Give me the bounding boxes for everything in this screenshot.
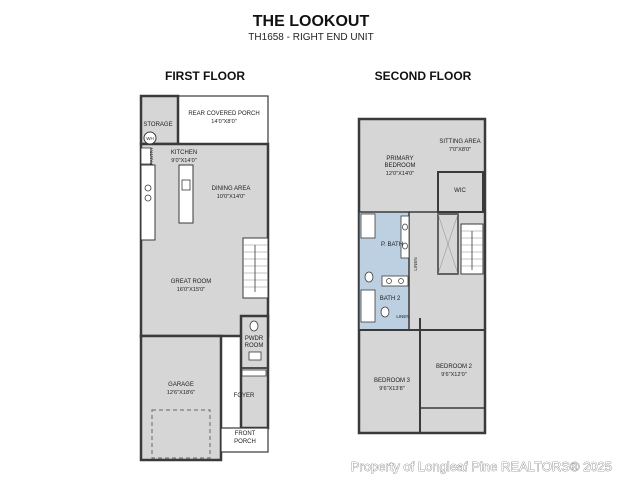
bathtub-icon: [360, 289, 376, 323]
dining-dim: 10'0"X14'0": [217, 194, 246, 200]
rear-porch-dim: 14'0"X8'0": [211, 119, 236, 125]
toilet-icon: [364, 271, 374, 283]
bedroom3-label: BEDROOM 3: [374, 378, 411, 384]
linen2-label: LINEN: [396, 314, 409, 319]
first-floor-plan: STORAGE WH REAR COVERED PORCH 14'0"X8'0"…: [139, 94, 270, 462]
garage-label: GARAGE: [168, 382, 194, 388]
primary-bedroom-label: PRIMARY: [386, 156, 413, 162]
front-porch-label: FRONT: [235, 431, 256, 437]
second-floor-plan: PRIMARY BEDROOM 12'0"X14'0" SITTING AREA…: [357, 117, 487, 435]
plan-title: THE LOOKOUT: [253, 13, 370, 30]
second-floor-heading: SECOND FLOOR: [375, 69, 472, 83]
second-floor-stairs: [460, 223, 484, 275]
sink-icon: [402, 242, 408, 250]
foyer-label: FOYER: [234, 393, 255, 399]
front-porch-label-2: PORCH: [234, 439, 256, 445]
sink-icon: [181, 179, 191, 191]
garage-area: [139, 334, 223, 462]
sink-icon: [402, 223, 408, 231]
sink-icon: [386, 278, 392, 284]
wic-area: [437, 171, 484, 213]
toilet-icon: [380, 306, 390, 318]
linen-label: LINEN: [413, 257, 418, 270]
plan-subtitle: TH1658 - RIGHT END UNIT: [248, 32, 373, 43]
great-room-dim: 16'0"X15'0": [177, 287, 206, 293]
bedroom2-dim: 9'6"X12'0": [441, 372, 466, 378]
pwdr-room-label: ROOM: [245, 343, 264, 349]
primary-bedroom-dim: 12'0"X14'0": [386, 171, 415, 177]
closet-shelf: [241, 369, 267, 377]
range-burner-icon: [144, 194, 152, 202]
bedroom3-dim: 9'6"X13'8": [379, 386, 404, 392]
kitchen-label: KITCHEN: [171, 150, 197, 156]
pwdr-label: PWDR: [245, 336, 264, 342]
kitchen-island: [178, 164, 194, 224]
range-burner-icon: [144, 184, 152, 192]
primary-bedroom-label-2: BEDROOM: [384, 163, 415, 169]
vanity-counter-2: [381, 275, 409, 287]
first-floor-heading: FIRST FLOOR: [165, 69, 245, 83]
garage-dim: 12'6"X18'6": [167, 390, 196, 396]
rear-porch-area: [177, 95, 269, 145]
storage-label: STORAGE: [143, 122, 172, 128]
kitchen-dim: 9'0"X14'0": [171, 158, 196, 164]
bath2-label: BATH 2: [380, 296, 401, 302]
dining-label: DINING AREA: [212, 186, 251, 192]
sink-icon: [248, 351, 262, 361]
pbath-label: P. BATH: [381, 242, 403, 248]
toilet-icon: [249, 320, 259, 332]
watermark: Property of Longleaf Pine REALTORS® 2025: [351, 459, 612, 474]
kitchen-counter: [140, 164, 156, 241]
garage-door-outline: [151, 409, 211, 459]
first-floor-stairs: [242, 237, 269, 299]
pantry-label: PANTRY: [149, 147, 154, 165]
front-porch-area: [220, 427, 269, 453]
wic-label: WIC: [454, 188, 466, 194]
vanity-counter: [400, 215, 410, 259]
water-heater-icon: [143, 131, 157, 145]
shower-icon: [360, 213, 376, 239]
bedroom2-label: BEDROOM 2: [436, 364, 473, 370]
wh-label: WH: [146, 136, 154, 141]
great-room-label: GREAT ROOM: [171, 279, 211, 285]
pantry-closet: [140, 147, 152, 165]
sitting-area-dim: 7'0"X8'0": [449, 147, 471, 153]
sink-icon: [398, 278, 404, 284]
sitting-area-label: SITTING AREA: [439, 139, 480, 145]
rear-porch-label: REAR COVERED PORCH: [188, 111, 259, 117]
